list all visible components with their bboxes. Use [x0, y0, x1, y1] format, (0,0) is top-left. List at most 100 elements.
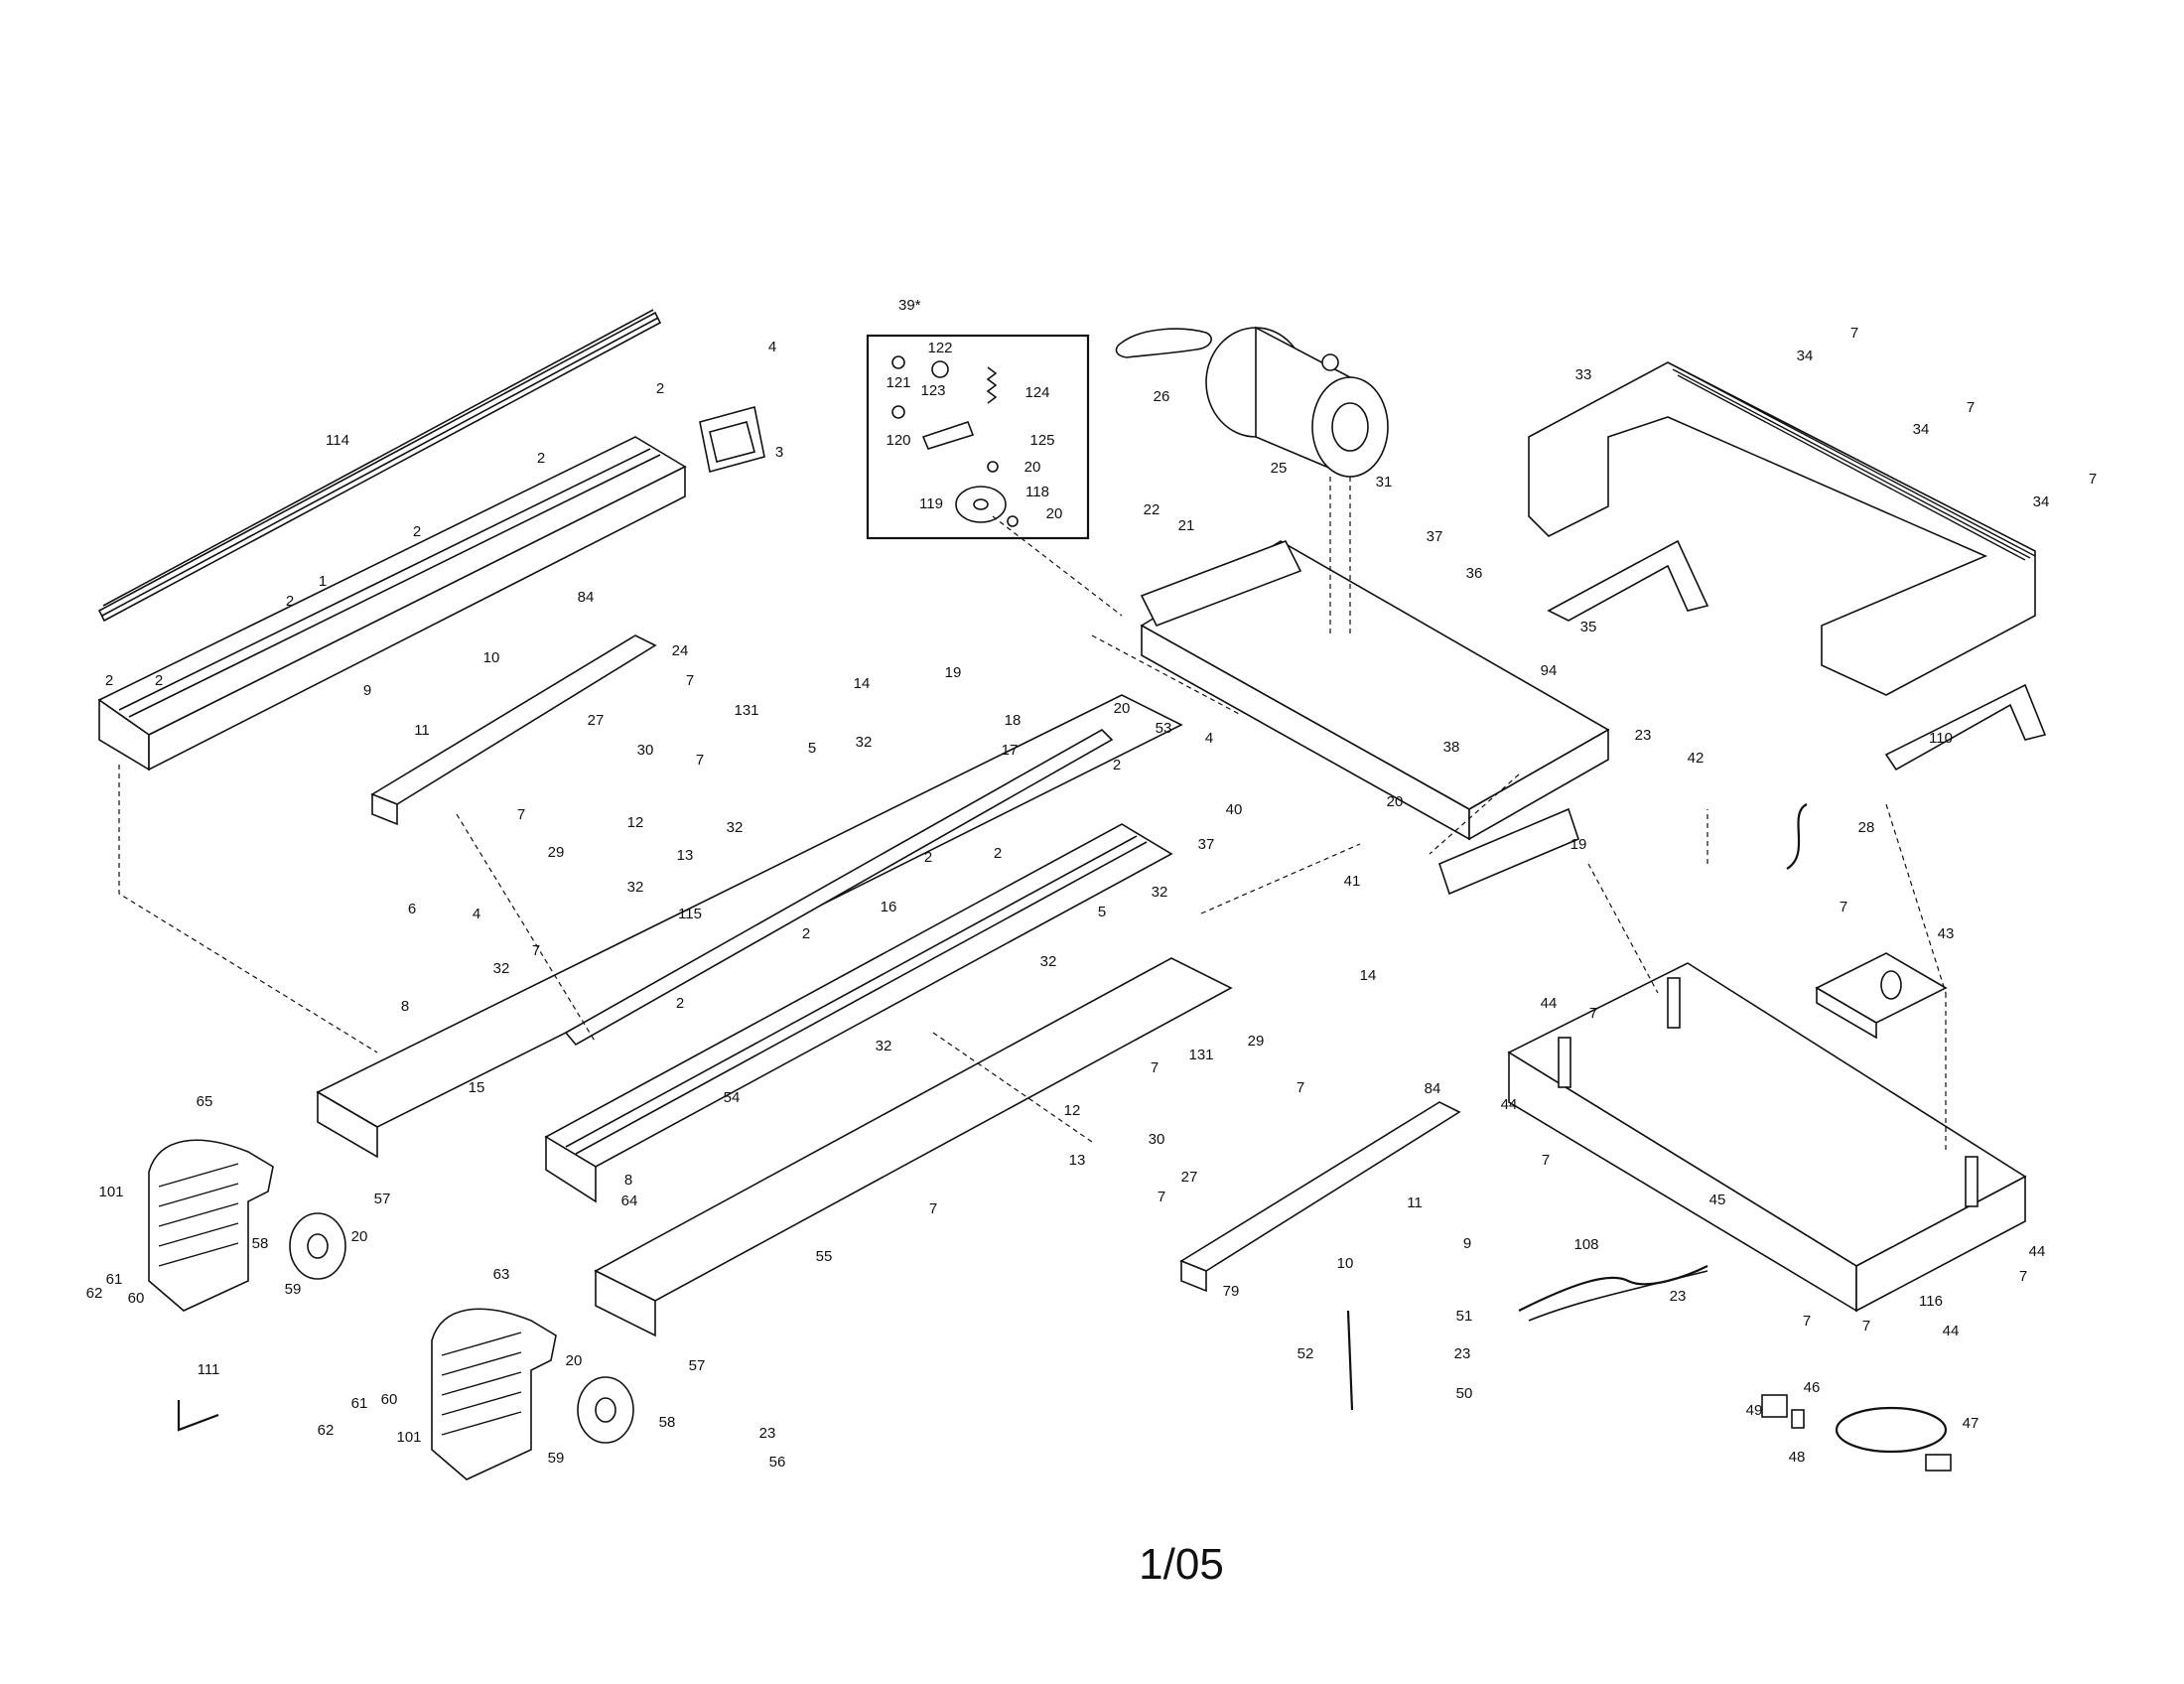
- wire-108: [1518, 1265, 1708, 1322]
- part-callout: 19: [945, 664, 962, 681]
- part-callout: 7: [517, 806, 525, 823]
- part-callout: 34: [1913, 421, 1930, 438]
- part-callout: 33: [1575, 366, 1592, 383]
- part-callout: 8: [624, 1172, 632, 1189]
- part-callout: 114: [326, 432, 349, 449]
- part-callout: 32: [1152, 884, 1168, 901]
- part-callout: 7: [2019, 1268, 2027, 1285]
- motor-25: [1205, 326, 1389, 479]
- part-callout: 21: [1178, 517, 1195, 534]
- part-callout: 32: [493, 960, 510, 977]
- part-callout: 19: [1570, 836, 1587, 853]
- motor-hood-33: [1528, 361, 2047, 772]
- part-callout: 20: [1046, 505, 1063, 522]
- front-cover-65: [148, 1139, 274, 1312]
- part-callout: 57: [374, 1191, 391, 1207]
- part-callout: 7: [1840, 899, 1847, 915]
- wheel-59-left: [289, 1212, 346, 1280]
- part-callout: 20: [1387, 793, 1404, 810]
- power-cord-47: [1761, 1394, 1952, 1472]
- part-callout: 59: [548, 1450, 565, 1467]
- part-callout: 7: [1967, 399, 1975, 416]
- part-callout: 2: [155, 672, 163, 689]
- part-callout: 55: [816, 1248, 833, 1265]
- part-callout: 5: [808, 740, 816, 757]
- part-callout: 2: [802, 925, 810, 942]
- part-callout: 7: [696, 752, 704, 769]
- page-number: 1/05: [1139, 1540, 1224, 1589]
- part-callout: 44: [1943, 1323, 1960, 1339]
- part-callout: 41: [1344, 873, 1361, 890]
- controller-43: [1815, 952, 1948, 1040]
- part-callout: 2: [413, 523, 421, 540]
- part-callout: 7: [1297, 1079, 1304, 1096]
- part-callout: 23: [1670, 1288, 1687, 1305]
- part-callout: 116: [1919, 1293, 1943, 1310]
- part-callout: 108: [1573, 1236, 1598, 1253]
- part-callout: 8: [401, 998, 409, 1015]
- front-cover-63: [431, 1308, 557, 1480]
- inset-box-39: [866, 334, 1090, 540]
- part-callout: 84: [578, 589, 595, 606]
- part-callout: 32: [627, 879, 644, 896]
- part-callout: 13: [1069, 1152, 1086, 1169]
- part-callout: 131: [734, 702, 758, 719]
- part-callout: 65: [197, 1093, 213, 1110]
- part-callout: 2: [1113, 757, 1121, 773]
- part-callout: 2: [994, 845, 1002, 862]
- side-rail-24: [370, 634, 657, 826]
- part-callout: 3: [775, 444, 783, 461]
- part-callout: 60: [128, 1290, 145, 1307]
- part-callout: 20: [566, 1352, 583, 1369]
- part-callout: 50: [1456, 1385, 1473, 1402]
- part-callout: 58: [252, 1235, 269, 1252]
- part-callout: 62: [86, 1285, 103, 1302]
- part-callout: 52: [1297, 1345, 1314, 1362]
- part-callout: 32: [876, 1038, 892, 1054]
- part-callout: 59: [285, 1281, 302, 1298]
- part-callout: 23: [759, 1425, 776, 1442]
- part-callout: 7: [2089, 471, 2097, 488]
- part-callout: 7: [1158, 1189, 1165, 1205]
- part-callout: 42: [1688, 750, 1705, 767]
- part-callout: 35: [1580, 619, 1597, 635]
- part-callout: 37: [1427, 528, 1443, 545]
- part-callout: 2: [105, 672, 113, 689]
- part-callout: 14: [854, 675, 871, 692]
- part-callout: 29: [1248, 1033, 1265, 1050]
- part-callout: 15: [469, 1079, 485, 1096]
- part-callout: 44: [1541, 995, 1558, 1012]
- part-callout: 7: [1850, 325, 1858, 342]
- part-callout: 22: [1144, 501, 1160, 518]
- part-callout: 7: [686, 672, 694, 689]
- part-callout: 44: [1501, 1096, 1518, 1113]
- part-callout: 101: [98, 1184, 123, 1200]
- part-callout: 84: [1425, 1080, 1441, 1097]
- part-callout: 54: [724, 1089, 741, 1106]
- part-callout: 7: [1803, 1313, 1811, 1330]
- tie-52: [1346, 1310, 1354, 1411]
- part-callout: 115: [678, 906, 702, 922]
- part-callout: 2: [537, 450, 545, 467]
- hood-grille: [1667, 361, 2036, 561]
- rail-cap-115: [564, 729, 1114, 1047]
- deck-15: [316, 694, 1183, 1159]
- part-callout: 7: [1589, 1005, 1597, 1022]
- part-callout: 51: [1456, 1308, 1473, 1325]
- part-callout: 131: [1188, 1047, 1213, 1063]
- part-callout: 7: [1542, 1152, 1550, 1169]
- part-callout: 122: [927, 340, 952, 356]
- part-callout: 32: [727, 819, 744, 836]
- part-callout: 94: [1541, 662, 1558, 679]
- left-side-rail-1: [97, 436, 687, 772]
- part-callout: 26: [1154, 388, 1170, 405]
- part-callout: 27: [588, 712, 605, 729]
- part-callout: 25: [1271, 460, 1288, 477]
- part-callout: 61: [351, 1395, 368, 1412]
- part-callout: 12: [627, 814, 644, 831]
- inset-label: 39*: [898, 297, 921, 314]
- base-45: [1507, 962, 2027, 1313]
- part-callout: 56: [769, 1454, 786, 1471]
- part-callout: 121: [886, 374, 910, 391]
- part-callout: 14: [1360, 967, 1377, 984]
